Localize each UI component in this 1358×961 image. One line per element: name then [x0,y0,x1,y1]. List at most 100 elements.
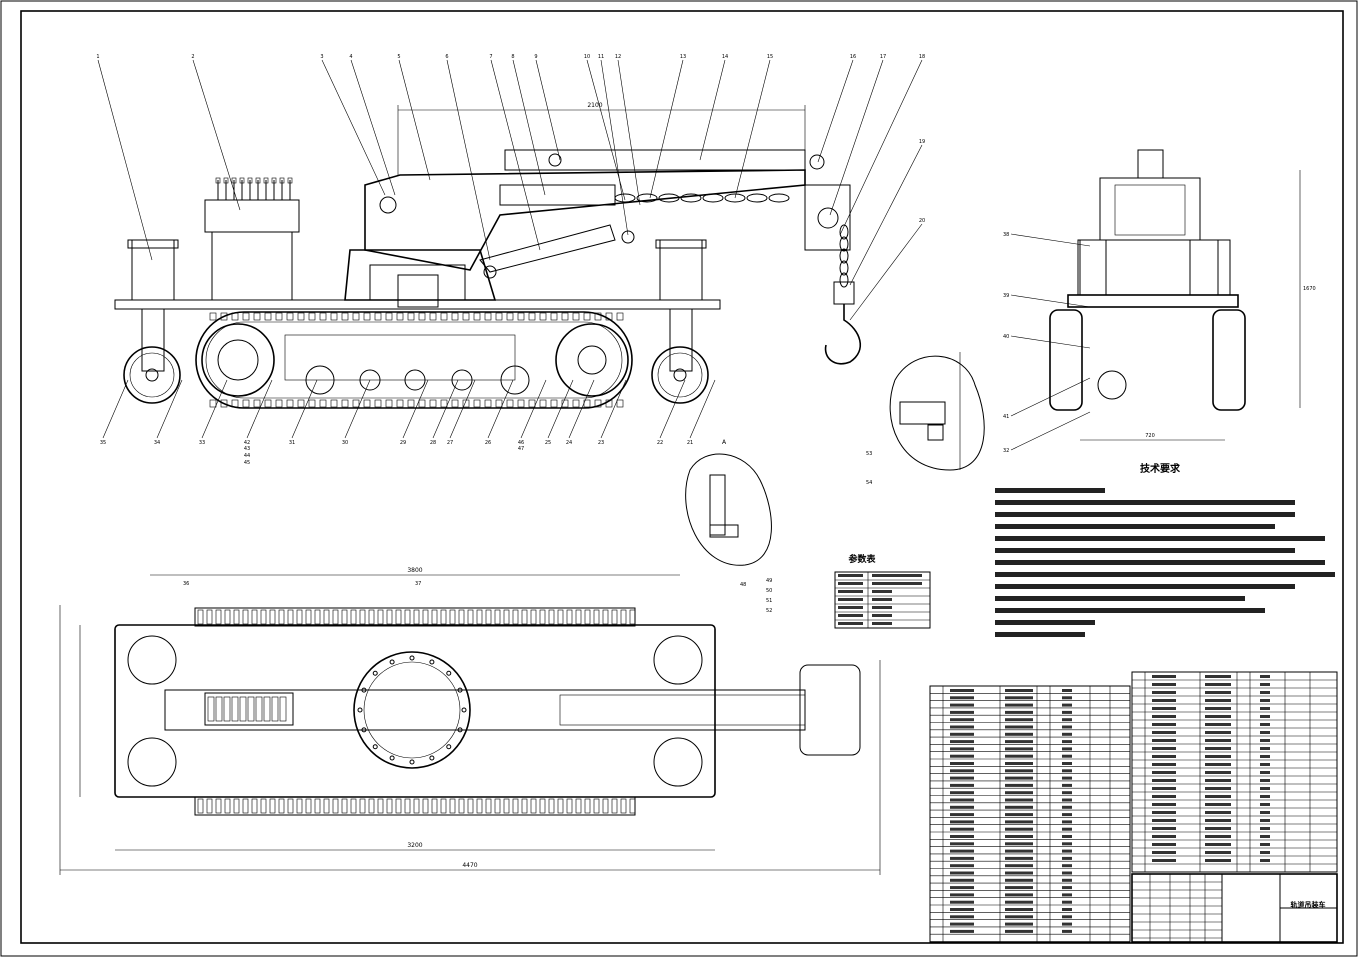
detail-label-54: 54 [866,480,872,486]
side-label-38: 38 [1003,232,1091,247]
svg-text:31: 31 [289,440,295,446]
svg-text:28: 28 [430,440,436,446]
detail-view-a [889,352,985,471]
part-label-10: 10 [584,54,626,201]
svg-text:20: 20 [919,218,925,224]
svg-text:18: 18 [919,54,925,60]
params-title: 参数表 [848,553,876,565]
part-label-17: 17 [829,54,886,216]
battery-box [211,231,293,301]
detail-label-51: 51 [766,598,772,604]
part-label-34: 34 [154,379,183,446]
part-label-30: 30 [342,379,371,446]
svg-text:16: 16 [850,54,856,60]
part-label-22: 22 [657,379,686,446]
part-label-35: 35 [100,379,129,446]
part-label-8: 8 [511,54,546,196]
detail-label-53: 53 [866,451,872,457]
base-plate [114,299,721,310]
svg-text:47: 47 [518,446,524,452]
part-label-15: 15 [734,54,773,199]
svg-text:40: 40 [1003,334,1009,340]
part-label-43: 43 [244,446,250,452]
svg-text:35: 35 [100,440,106,446]
svg-text:45: 45 [244,460,250,466]
outrigger-right [659,239,703,301]
part-label-5: 5 [397,54,431,181]
detail-label-48: 48 [740,582,746,588]
part-label-16: 16 [817,54,856,163]
side-label-41: 41 [1003,377,1091,420]
svg-text:17: 17 [880,54,886,60]
svg-text:23: 23 [598,440,604,446]
turret [344,249,497,301]
dim-side-height: 1670 [1303,286,1316,292]
technical-requirements: 技术要求 [995,462,1335,637]
title-block-name: 轨道吊装车 [1291,900,1326,909]
svg-text:26: 26 [485,440,491,446]
svg-text:12: 12 [615,54,621,60]
part-label-20: 20 [849,218,925,321]
svg-text:11: 11 [598,54,604,60]
dim-plan-total: 4470 [462,862,477,869]
svg-text:9: 9 [534,54,537,60]
part-label-46: 46 [518,379,547,446]
part-label-1: 1 [96,54,153,261]
part-label-6: 6 [445,54,491,261]
wheel-right [651,346,709,404]
dim-plan-width: 3800 [407,567,422,574]
part-label-11: 11 [598,54,629,236]
part-label-14: 14 [699,54,728,161]
svg-text:10: 10 [584,54,590,60]
part-label-24: 24 [566,379,595,446]
svg-text:3: 3 [320,54,323,60]
svg-text:30: 30 [342,440,348,446]
part-label-44: 44 [244,453,250,459]
lift-cylinder [479,224,616,273]
tech-title: 技术要求 [1140,462,1181,475]
part-label-13: 13 [649,54,686,199]
part-label-26: 26 [485,379,514,446]
svg-text:32: 32 [1003,448,1009,454]
svg-text:14: 14 [722,54,728,60]
svg-text:2: 2 [191,54,194,60]
side-track-right [1212,309,1246,411]
drive-sprocket [201,323,275,397]
dim-top-span: 2100 [587,102,602,109]
detail-label-36: 36 [183,581,189,587]
plan-view: 3800 3200 4470 [59,567,881,875]
part-label-3: 3 [320,54,386,196]
part-label-19: 19 [849,139,925,286]
svg-text:7: 7 [489,54,492,60]
part-label-28: 28 [430,379,459,446]
bom-left [929,685,1131,943]
dim-plan-inner: 3200 [407,842,422,849]
svg-text:5: 5 [397,54,400,60]
part-label-9: 9 [534,54,561,161]
svg-text:21: 21 [687,440,693,446]
title-block: 轨道吊装车 [1131,873,1338,943]
hook-block [833,281,855,305]
outrigger-left [131,239,175,301]
side-label-32: 32 [1003,411,1091,454]
svg-text:4: 4 [349,54,352,60]
bom-right [1131,671,1338,873]
svg-text:22: 22 [657,440,663,446]
hook [824,304,862,365]
inner-frame [20,10,1344,944]
parameter-table: 参数表 [834,553,931,629]
part-label-47: 47 [518,446,524,452]
svg-text:38: 38 [1003,232,1009,238]
svg-text:25: 25 [545,440,551,446]
svg-text:42: 42 [244,440,250,446]
plan-boom [164,689,806,731]
part-label-23: 23 [598,379,627,446]
svg-text:46: 46 [518,440,524,446]
svg-text:15: 15 [767,54,773,60]
detail-label-50: 50 [766,588,772,594]
svg-text:29: 29 [400,440,406,446]
